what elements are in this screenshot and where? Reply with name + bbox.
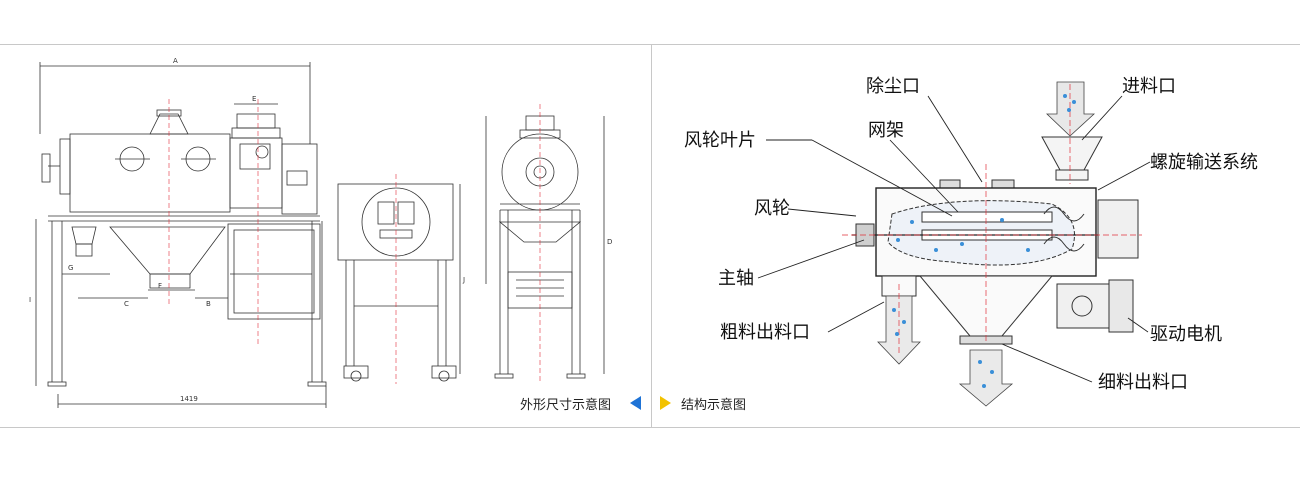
panel-divider <box>651 44 652 427</box>
label-impeller: 风轮 <box>754 198 790 219</box>
dim-a: A <box>173 57 178 65</box>
particles <box>892 94 1076 388</box>
dim-c: C <box>124 300 129 308</box>
label-impeller-blade: 风轮叶片 <box>684 130 756 151</box>
right-arrow-icon[interactable] <box>660 396 671 410</box>
dim-i: I <box>29 296 31 304</box>
outline-drawing: A E G C F B I 1419 J <box>29 57 612 408</box>
dim-g: G <box>68 264 73 272</box>
label-main-shaft: 主轴 <box>718 268 754 289</box>
label-drive-motor: 驱动电机 <box>1150 324 1222 345</box>
structure-caption[interactable]: 结构示意图 <box>681 398 747 413</box>
label-screen-frame: 网架 <box>868 120 904 141</box>
dim-j: J <box>462 276 465 284</box>
label-feed-inlet: 进料口 <box>1122 76 1176 97</box>
dim-d: D <box>607 238 612 246</box>
dim-e: E <box>252 95 256 103</box>
label-screw-conveyor: 螺旋输送系统 <box>1150 152 1258 173</box>
figure-frame <box>0 44 1300 428</box>
outline-caption[interactable]: 外形尺寸示意图 <box>520 398 612 413</box>
dim-width: 1419 <box>180 395 198 403</box>
label-dust-outlet: 除尘口 <box>866 76 920 97</box>
label-coarse-outlet: 粗料出料口 <box>720 322 810 343</box>
structure-diagram: 除尘口 进料口 风轮叶片 网架 螺旋输送系统 风轮 主轴 粗料出料口 驱动电机 … <box>684 76 1258 407</box>
left-arrow-icon[interactable] <box>630 396 641 410</box>
label-fine-outlet: 细料出料口 <box>1098 372 1188 393</box>
dim-b: B <box>206 300 211 308</box>
outline-drawing-panel: A E G C F B I 1419 J <box>0 44 651 426</box>
structure-diagram-panel: 除尘口 进料口 风轮叶片 网架 螺旋输送系统 风轮 主轴 粗料出料口 驱动电机 … <box>652 44 1300 426</box>
dim-f: F <box>158 282 162 290</box>
